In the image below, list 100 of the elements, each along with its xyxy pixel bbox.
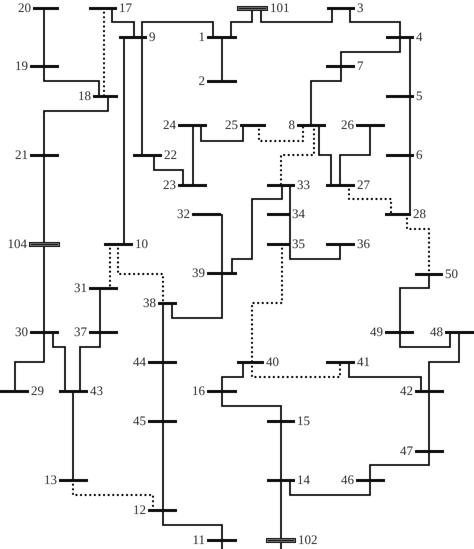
bus-number: 28 <box>413 206 426 222</box>
bus-number: 27 <box>357 177 370 193</box>
line <box>162 510 223 540</box>
line <box>43 244 45 332</box>
line <box>43 155 45 244</box>
bus-number: 9 <box>149 29 156 45</box>
bus-number: 26 <box>341 117 354 133</box>
line <box>43 8 45 66</box>
line <box>52 332 66 391</box>
bus-number: 38 <box>143 295 156 311</box>
line <box>428 332 460 391</box>
line <box>399 274 430 332</box>
bus-number: 47 <box>400 443 413 459</box>
bus-number: 40 <box>266 354 279 370</box>
line <box>289 244 341 260</box>
bus-number: 13 <box>44 472 57 488</box>
line <box>289 185 291 214</box>
bus-number: 29 <box>31 383 44 399</box>
line <box>111 8 135 37</box>
bus-number: 3 <box>357 0 364 16</box>
bus-number: 25 <box>225 117 238 133</box>
line <box>289 480 371 496</box>
line <box>162 421 164 510</box>
line <box>171 273 223 319</box>
bus-number: 22 <box>164 147 177 163</box>
bus-number: 6 <box>416 147 422 163</box>
bus-number: 48 <box>430 324 443 340</box>
line <box>79 332 101 391</box>
bus-number: 32 <box>177 206 190 222</box>
line <box>409 155 411 214</box>
bus-number: 4 <box>416 29 422 45</box>
bus-number: 20 <box>18 0 31 16</box>
line <box>409 96 411 155</box>
bus-number: 24 <box>163 117 176 133</box>
bus-number: 1 <box>198 29 205 45</box>
line <box>428 391 430 451</box>
line <box>399 332 451 348</box>
bus-number: 37 <box>74 324 87 340</box>
bus-number: 35 <box>292 236 305 252</box>
bus-number: 102 <box>298 532 318 548</box>
bus-number: 8 <box>288 117 295 133</box>
line <box>221 362 244 391</box>
line <box>409 37 411 96</box>
bus-number: 101 <box>270 0 290 16</box>
line <box>340 37 401 66</box>
bus-number: 23 <box>163 177 176 193</box>
line <box>221 37 223 81</box>
line <box>192 125 194 185</box>
line <box>153 155 184 185</box>
line <box>162 362 164 421</box>
bus-number: 46 <box>341 472 354 488</box>
line <box>221 391 282 421</box>
bus-number: 11 <box>192 532 205 548</box>
line <box>72 391 74 480</box>
bus-number: 36 <box>357 236 370 252</box>
line <box>310 66 342 125</box>
bus-number: 17 <box>119 0 132 16</box>
bus-number: 10 <box>135 236 148 252</box>
bus-number: 30 <box>15 324 28 340</box>
line <box>348 362 422 391</box>
bus-number: 50 <box>445 266 458 282</box>
bus-number: 14 <box>297 472 310 488</box>
bus-number: 18 <box>78 88 91 104</box>
bus-number: 5 <box>416 88 422 104</box>
bus-number: 2 <box>198 73 205 89</box>
line <box>289 214 291 244</box>
bus-number: 42 <box>400 383 413 399</box>
bus-number: 43 <box>90 383 103 399</box>
line <box>280 480 282 540</box>
line <box>123 37 125 244</box>
bus-number: 31 <box>74 280 87 296</box>
bus-number: 41 <box>357 354 370 370</box>
bus-number: 49 <box>370 324 383 340</box>
line <box>339 125 371 185</box>
line <box>162 303 164 362</box>
line <box>231 185 283 273</box>
line <box>221 214 223 273</box>
line <box>369 451 430 480</box>
bus-number: 19 <box>15 58 28 74</box>
line <box>43 66 100 96</box>
bus-number: 104 <box>8 236 27 252</box>
bus-number: 33 <box>297 177 310 193</box>
bus-number: 7 <box>357 58 364 74</box>
line <box>141 21 214 37</box>
bus-number: 34 <box>292 206 305 222</box>
line <box>230 8 253 37</box>
line <box>43 96 109 155</box>
line <box>141 37 143 155</box>
bus-number: 44 <box>133 354 146 370</box>
bus-number: 15 <box>297 413 310 429</box>
line <box>14 332 45 391</box>
line <box>280 421 282 480</box>
bus-number: 45 <box>133 413 146 429</box>
line <box>200 125 244 142</box>
bus-number: 39 <box>192 265 205 281</box>
line <box>318 125 332 185</box>
line <box>99 288 101 332</box>
bus-number: 12 <box>133 502 146 518</box>
bus-number: 21 <box>15 147 28 163</box>
line <box>260 8 333 23</box>
